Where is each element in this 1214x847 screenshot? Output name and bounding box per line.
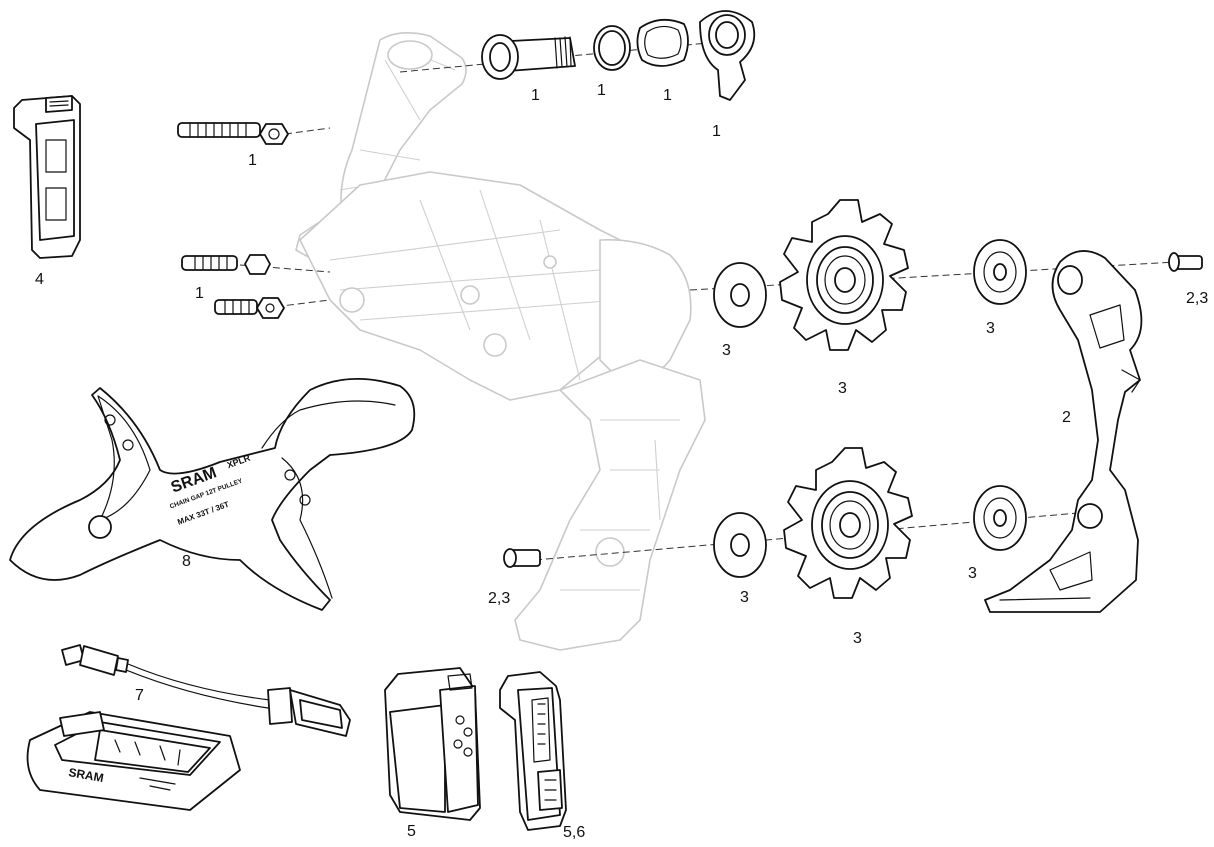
adjust-screws (181, 254, 285, 319)
battery-clip (499, 671, 567, 831)
cage (984, 250, 1143, 613)
chain-gap-tool: SRAM XPLR CHAIN GAP 12T PULLEY MAX 33T /… (9, 378, 416, 611)
upper-pulley-washer-right (973, 239, 1027, 305)
callout-lower-pulley: 3 (853, 630, 862, 647)
limit-screw-top (177, 122, 289, 145)
callout-chain-gap-tool: 8 (182, 553, 191, 570)
callout-square-ring: 1 (663, 87, 672, 104)
lower-pulley (783, 447, 913, 599)
callout-lower-washer-right: 3 (968, 565, 977, 582)
callout-cage: 2 (1062, 409, 1071, 426)
washer-ring (593, 25, 631, 71)
callout-upper-washer-right: 3 (986, 320, 995, 337)
upper-pulley-washer-left (713, 262, 767, 328)
battery-cover (13, 95, 81, 259)
square-ring (636, 18, 689, 67)
derailleur-body-ghost (295, 32, 706, 651)
lower-pulley-washer-right (973, 485, 1027, 551)
battery-charger: SRAM (26, 711, 241, 811)
charger-brand-text: SRAM (67, 765, 104, 785)
callout-battery-clip: 5,6 (563, 824, 585, 841)
lower-pulley-bolt (503, 548, 541, 568)
callout-washer-ring: 1 (597, 82, 606, 99)
callout-upper-pulley: 3 (838, 380, 847, 397)
callout-limit-screws: 1 (248, 152, 257, 169)
lower-pulley-washer-left (713, 512, 767, 578)
upper-pulley-bolt (1168, 252, 1203, 272)
callout-upper-washer-left: 3 (722, 342, 731, 359)
upper-pulley (779, 199, 909, 351)
callout-battery-cover: 4 (35, 271, 44, 288)
callout-upper-pulley-bolt: 2,3 (1186, 290, 1208, 307)
callout-usb-cable: 7 (135, 687, 144, 704)
b-knuckle (699, 10, 756, 101)
callout-battery: 5 (407, 823, 416, 840)
callout-b-bolt-kit: 1 (531, 87, 540, 104)
callout-lower-pulley-bolt: 2,3 (488, 590, 510, 607)
callout-adjust-screws: 1 (195, 285, 204, 302)
usb-cable (61, 644, 351, 737)
callout-lower-washer-left: 3 (740, 589, 749, 606)
callout-b-knuckle: 1 (712, 123, 721, 140)
b-bolt-kit (481, 34, 576, 80)
battery (384, 667, 481, 821)
